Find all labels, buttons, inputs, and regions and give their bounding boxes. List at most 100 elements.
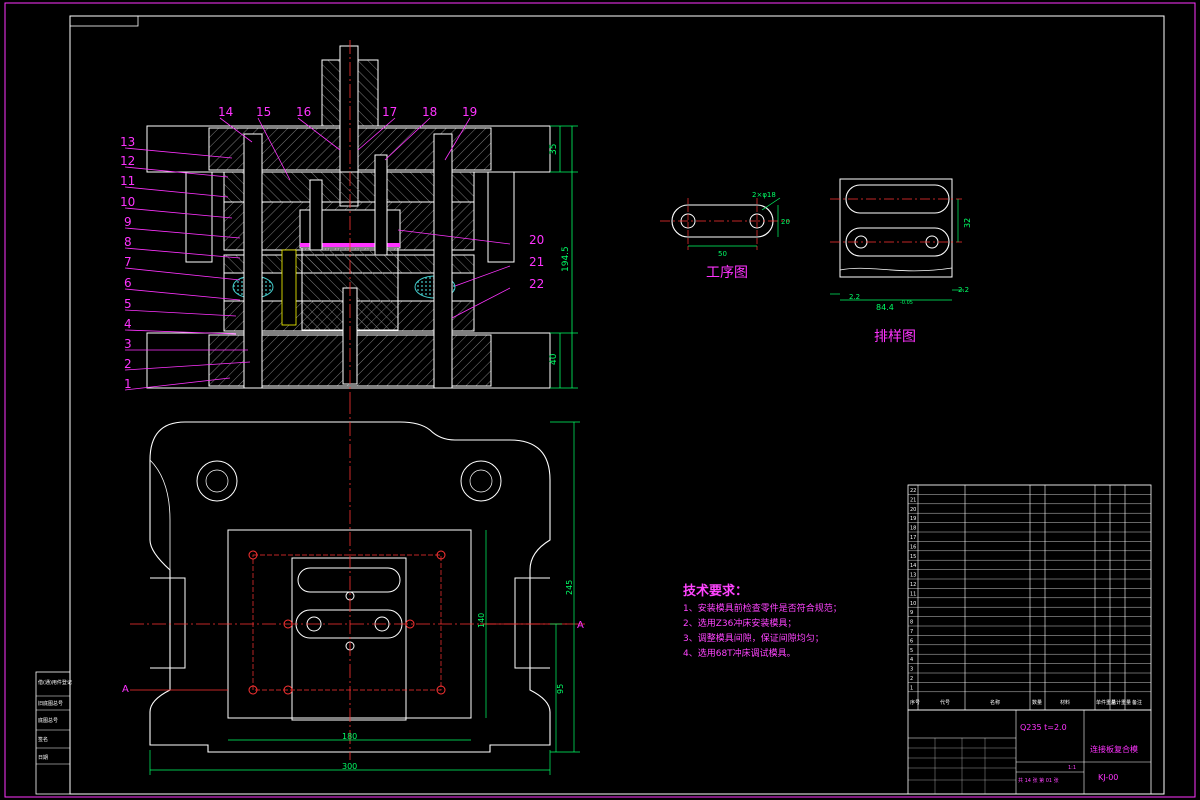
dim-plan-inner-height: 140 <box>477 613 486 628</box>
drawing-name: 连接板复合模 <box>1090 744 1138 754</box>
bom-row-number: 2 <box>910 676 913 682</box>
bom-header-cell: 材料 <box>1060 699 1070 706</box>
callout-14: 14 <box>218 105 233 119</box>
bom-row-number: 7 <box>910 629 913 635</box>
strip-label-0: 借(通)用件登记 <box>38 679 72 686</box>
bom-row-number: 9 <box>910 610 913 616</box>
bom-row-number: 16 <box>910 544 916 550</box>
tech-req-3: 3、调整模具间隙，保证间隙均匀； <box>683 634 824 644</box>
process-drawing-label: 工序图 <box>706 265 748 281</box>
callout-8: 8 <box>124 235 132 249</box>
bom-header-cell: 总计重量 <box>1111 699 1131 706</box>
bom-header-cell: 名称 <box>990 699 1000 706</box>
bom-header-cell: 序号 <box>910 699 920 706</box>
dim-margin-left: 2.2 <box>849 293 860 301</box>
bom-row-number: 20 <box>910 507 916 513</box>
punch-plate <box>223 171 475 203</box>
dim-plan-offset: 95 <box>556 684 565 694</box>
callout-3: 3 <box>124 337 132 351</box>
bom-row-number: 1 <box>910 685 913 691</box>
bom-row-number: 5 <box>910 648 913 654</box>
bom-row-number: 3 <box>910 667 913 673</box>
tech-req-2: 2、选用Z36冲床安装模具； <box>683 619 797 629</box>
guide-pin <box>374 154 388 256</box>
callout-16: 16 <box>296 105 311 119</box>
guide-bush-right <box>487 171 515 263</box>
plan-view: A A 300 180 245 140 95 <box>122 400 585 775</box>
tech-requirements: 技术要求： 1、安装模具前检查零件是否符合规范； 2、选用Z36冲床安装模具； … <box>683 580 923 662</box>
section-view: 13 12 11 10 9 8 7 6 5 4 3 2 1 14 15 16 1… <box>120 40 578 400</box>
bom-row-number: 19 <box>910 516 916 522</box>
callout-9: 9 <box>124 215 132 229</box>
callout-5: 5 <box>124 297 132 311</box>
dim-strip-width: 84.4 <box>876 303 894 312</box>
dim-40: 40 <box>549 353 559 365</box>
dim-35: 35 <box>549 144 559 155</box>
dowel-pin <box>309 179 323 251</box>
callout-11: 11 <box>120 174 135 188</box>
dim-margin-right: 2.2 <box>958 286 969 294</box>
callout-4: 4 <box>124 317 132 331</box>
dim-plan-height: 245 <box>565 580 574 595</box>
tech-req-4: 4、选用68T冲床调试模具。 <box>683 649 796 659</box>
callout-20: 20 <box>529 233 544 247</box>
strip-label-2: 底图总号 <box>38 717 58 724</box>
bom-header-cell: 备注 <box>1132 699 1142 706</box>
tech-requirements-title: 技术要求： <box>683 584 749 599</box>
bom-row-number: 14 <box>910 563 916 569</box>
scale: 1:1 <box>1068 765 1076 771</box>
corner-code-box <box>69 15 139 27</box>
guide-bush-left <box>185 171 213 263</box>
bom-row-number: 11 <box>910 591 916 597</box>
strip-label-1: 旧底图总号 <box>38 700 63 707</box>
bom-row-number: 15 <box>910 554 916 560</box>
callout-13: 13 <box>120 135 135 149</box>
bom-row-number: 4 <box>910 657 913 663</box>
dim-plan-inner-width: 180 <box>342 732 357 741</box>
bom-row-number: 13 <box>910 573 916 579</box>
callout-18: 18 <box>422 105 437 119</box>
callout-7: 7 <box>124 255 132 269</box>
callout-21: 21 <box>529 255 544 269</box>
strip-label-3: 签名 <box>38 736 48 743</box>
dim-strip-pitch: 32 <box>963 218 972 228</box>
sheet-info: 共 14 张 第 01 张 <box>1018 777 1059 784</box>
layout-drawing: 32 84.4 -0.05 2.2 2.2 排样图 <box>830 178 972 345</box>
bom-row-number: 17 <box>910 535 916 541</box>
process-drawing: 2×φ18 20 50 工序图 <box>660 191 790 281</box>
section-mark-right: A <box>577 620 584 631</box>
bom-row-number: 10 <box>910 601 916 607</box>
dim-hole: 2×φ18 <box>752 191 776 199</box>
drawing-border <box>69 15 1165 795</box>
pilot-pin <box>281 249 297 326</box>
dim-plan-width: 300 <box>342 762 357 771</box>
bom-header-cell: 代号 <box>940 699 950 706</box>
layout-drawing-label: 排样图 <box>874 329 916 345</box>
bom-row-number: 21 <box>910 497 916 503</box>
dim-strip-tol: -0.05 <box>900 300 913 306</box>
section-mark-left: A <box>122 684 129 695</box>
callout-2: 2 <box>124 357 132 371</box>
drawing-code: KJ-00 <box>1098 773 1118 782</box>
title-block: Q235 t=2.0 连接板复合模 KJ-00 1:1 共 14 张 第 01 … <box>907 484 1152 795</box>
callout-6: 6 <box>124 276 132 290</box>
bom-row-number: 12 <box>910 582 916 588</box>
bom-row-number: 22 <box>910 488 916 494</box>
dim-part-height: 20 <box>781 218 790 226</box>
callout-17: 17 <box>382 105 397 119</box>
material-spec: Q235 t=2.0 <box>1020 723 1067 732</box>
dim-194-5: 194.5 <box>561 246 571 272</box>
bom-header-cell: 数量 <box>1032 699 1042 706</box>
tech-req-1: 1、安装模具前检查零件是否符合规范； <box>683 604 842 614</box>
callout-19: 19 <box>462 105 477 119</box>
bom-row-number: 6 <box>910 638 913 644</box>
callout-15: 15 <box>256 105 271 119</box>
callout-1: 1 <box>124 377 132 391</box>
sheet-border <box>4 2 1196 798</box>
callout-10: 10 <box>120 195 135 209</box>
left-registration-strip: 借(通)用件登记 旧底图总号 底图总号 签名 日期 <box>35 671 72 795</box>
callout-12: 12 <box>120 154 135 168</box>
bom-header-cell: 单件重量 <box>1096 699 1116 706</box>
